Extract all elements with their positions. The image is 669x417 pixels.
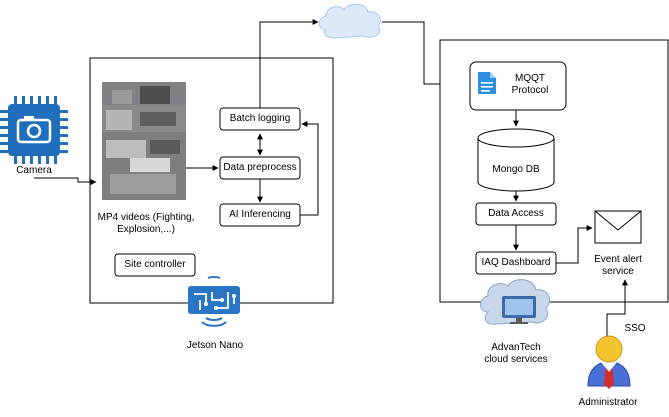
administrator-icon	[587, 335, 631, 389]
videos-label-line1: MP4 videos (Fighting,	[97, 212, 195, 223]
envelope-icon	[594, 210, 642, 244]
ai-inferencing-label: AI Inferencing	[229, 209, 291, 220]
cloud-services-label-line2: cloud services	[484, 354, 548, 365]
jetson-nano-label: Jetson Nano	[186, 340, 244, 351]
administrator-label: Administrator	[578, 397, 638, 408]
database-cylinder	[477, 128, 555, 192]
sso-label: SSO	[624, 323, 646, 334]
camera-label: Camera	[16, 165, 52, 176]
videos-label-line2: Explosion,...)	[117, 224, 175, 235]
event-alert-label-line2: service	[602, 266, 634, 277]
mongo-db-label: Mongo DB	[492, 164, 540, 175]
cloud-icon	[318, 3, 381, 39]
data-access-label: Data Access	[488, 208, 544, 219]
iaq-dashboard-label: IAQ Dashboard	[481, 257, 551, 268]
site-controller-label: Site controller	[124, 259, 186, 270]
event-alert-label-line1: Event alert	[594, 254, 642, 265]
camera-chip-icon	[0, 96, 68, 164]
data-preprocess-label: Data preprocess	[223, 162, 297, 173]
cloud-services-label-line1: AdvanTech	[491, 342, 541, 353]
batch-logging-label: Batch logging	[229, 113, 291, 124]
cloud-services-icon	[480, 279, 551, 325]
mqtt-label-line2: Protocol	[511, 85, 549, 96]
jetson-nano-chip-icon	[188, 276, 240, 327]
mqtt-label-line1: MQQT	[515, 73, 545, 84]
document-icon	[478, 72, 496, 94]
video-thumbnails	[102, 82, 186, 200]
